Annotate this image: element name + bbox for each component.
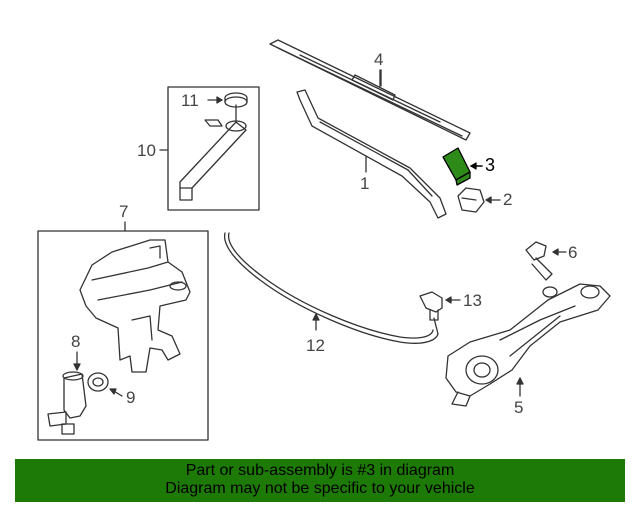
- callout-4: 4: [374, 50, 384, 69]
- callout-2: 2: [503, 190, 513, 209]
- callout-13: 13: [463, 291, 482, 310]
- callout-11: 11: [181, 91, 199, 110]
- banner-line-2: Diagram may not be specific to your vehi…: [165, 480, 475, 497]
- bolt-part-6: [525, 241, 567, 281]
- washer-hose-part-12: [223, 232, 439, 344]
- callout-1: 1: [360, 174, 370, 193]
- callout-6: 6: [568, 243, 578, 262]
- callout-8: 8: [71, 332, 81, 351]
- callout-12: 12: [306, 336, 325, 355]
- washer-pump-part-8: [47, 351, 87, 435]
- callout-9: 9: [126, 388, 136, 407]
- nozzle-part-13: [419, 291, 461, 321]
- callout-5: 5: [514, 398, 524, 417]
- callout-3: 3: [485, 155, 496, 175]
- bracket-part-10: [179, 92, 248, 201]
- wiper-arm-part: [296, 89, 447, 219]
- callout-7: 7: [119, 202, 129, 221]
- nut-part-2: [457, 187, 501, 213]
- box-part-7: [37, 230, 209, 441]
- grommet-part-9: [87, 372, 123, 397]
- banner-line-1: Part or sub-assembly is #3 in diagram: [185, 462, 455, 479]
- callout-10: 10: [137, 141, 156, 160]
- info-banner: Part or sub-assembly is #3 in diagram Di…: [15, 459, 625, 502]
- wiper-motor-linkage-part-5: [445, 283, 611, 407]
- highlighted-part-3: [442, 147, 483, 186]
- box-part-10: [167, 86, 260, 211]
- washer-reservoir-part-7: [79, 239, 191, 373]
- wiper-blade-part: [269, 39, 471, 141]
